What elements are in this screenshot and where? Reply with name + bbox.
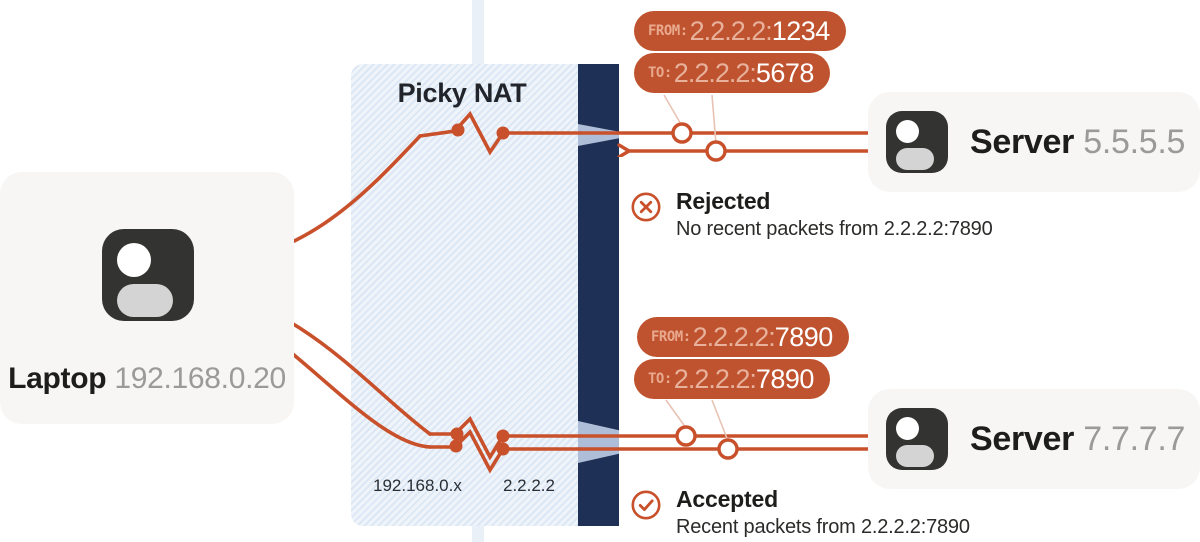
host-card-server-top[interactable]: Server 5.5.5.5	[868, 92, 1200, 192]
server-bottom-label: Server 7.7.7.7	[970, 420, 1185, 459]
packet-port: 5678	[755, 57, 815, 88]
leader-p2	[711, 94, 717, 145]
laptop-name: Laptop	[8, 362, 107, 395]
nat-title: Picky NAT	[397, 78, 527, 108]
packet-tag: FROM:	[651, 329, 691, 345]
packet-tag: TO:	[648, 371, 672, 387]
verdict-rejected: Rejected No recent packets from 2.2.2.2:…	[630, 188, 993, 241]
server-top-ip: 5.5.5.5	[1083, 122, 1186, 161]
packet-tag: FROM:	[648, 23, 688, 39]
verdict-title: Rejected	[676, 188, 771, 214]
server-top-label: Server 5.5.5.5	[970, 123, 1185, 162]
user-device-icon	[886, 111, 948, 173]
nat-inside-label: 192.168.0.x	[373, 476, 462, 495]
server-bottom-ip: 7.7.7.7	[1083, 419, 1186, 458]
packet-port: 7890	[774, 321, 834, 352]
device-body-shape	[117, 284, 173, 317]
host-card-laptop[interactable]: Laptop 192.168.0.20	[0, 172, 294, 424]
packet-tag: TO:	[648, 65, 672, 81]
leader-p3	[665, 399, 687, 429]
verdict-accepted: Accepted Recent packets from 2.2.2.2:789…	[630, 486, 970, 539]
device-head-shape	[117, 243, 151, 277]
packet-ip: 2.2.2.2:	[673, 57, 757, 88]
laptop-ip: 192.168.0.20	[114, 362, 286, 395]
packet-badge-from-1234: FROM: 2.2.2.2: 1234	[634, 11, 846, 51]
leader-p4	[711, 399, 729, 442]
verdict-description: No recent packets from 2.2.2.2:7890	[676, 218, 993, 241]
laptop-label: Laptop 192.168.0.20	[0, 362, 294, 396]
packet-badge-to-5678: TO: 2.2.2.2: 5678	[634, 53, 830, 93]
packet-ip: 2.2.2.2:	[689, 15, 773, 46]
host-card-server-bottom[interactable]: Server 7.7.7.7	[868, 389, 1200, 489]
verdict-title: Accepted	[676, 486, 778, 512]
nat-outside-label: 2.2.2.2	[503, 476, 555, 495]
device-head-shape	[896, 417, 919, 440]
packet-markers	[671, 122, 739, 460]
packet-ip: 2.2.2.2:	[692, 321, 776, 352]
verdict-description: Recent packets from 2.2.2.2:7890	[676, 516, 970, 539]
circle-check-icon	[630, 489, 662, 521]
packet-port: 1234	[771, 15, 831, 46]
server-top-name: Server	[970, 122, 1075, 161]
leader-p1	[663, 94, 683, 127]
device-head-shape	[896, 120, 919, 143]
user-device-icon	[886, 408, 948, 470]
circle-x-icon	[630, 191, 662, 223]
packet-port: 7890	[755, 363, 815, 394]
device-body-shape	[896, 148, 934, 170]
packet-badge-from-7890: FROM: 2.2.2.2: 7890	[637, 317, 849, 357]
device-body-shape	[896, 445, 934, 467]
packet-ip: 2.2.2.2:	[673, 363, 757, 394]
user-device-icon	[102, 229, 194, 321]
server-bottom-name: Server	[970, 419, 1075, 458]
packet-badge-to-7890: TO: 2.2.2.2: 7890	[634, 359, 830, 399]
